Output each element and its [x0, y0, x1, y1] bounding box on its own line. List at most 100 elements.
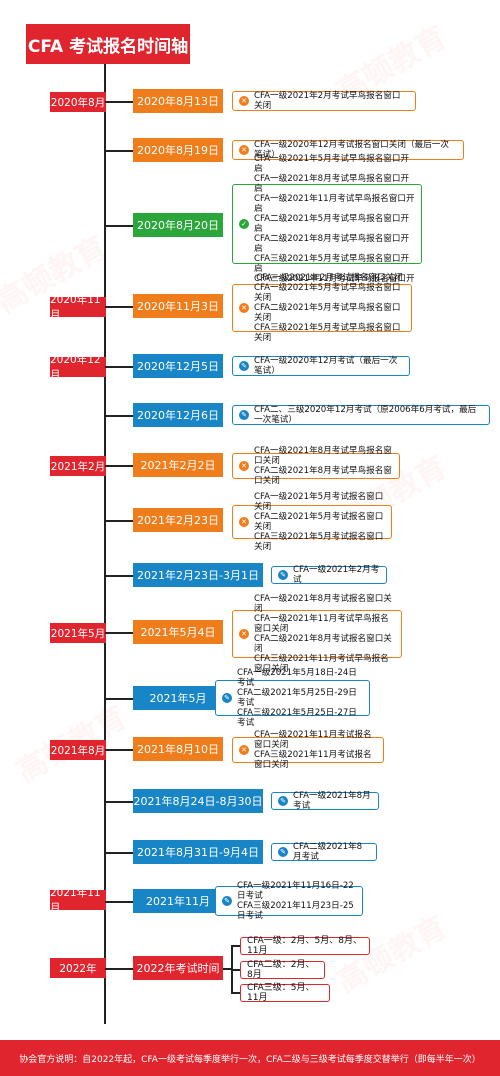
- event-date: 2021年11月: [133, 889, 223, 913]
- pencil-icon: ✎: [222, 693, 232, 703]
- note-line: CFA三级2021年5月25日-27日考试: [237, 708, 357, 728]
- event-note: ✕ CFA一级2021年8月考试早鸟报名窗口关闭 CFA二级2021年8月考试早…: [232, 446, 400, 486]
- event-date: 2021年8月31日-9月4日: [133, 840, 263, 864]
- event-note: ✕ CFA一级2020年12月考试报名窗口关闭（最后一次笔试）: [232, 140, 464, 160]
- timeline-axis: [104, 64, 106, 1024]
- year-marker: 2021年11月: [50, 887, 106, 914]
- year-marker: 2020年8月: [50, 92, 106, 112]
- event-date: 2020年8月19日: [133, 138, 223, 162]
- connector: [105, 101, 133, 103]
- exam-schedule-item: CFA三级：5月、11月: [240, 983, 330, 1003]
- event-date: 2020年11月3日: [133, 294, 223, 318]
- note-line: CFA三级2021年11月23日-25日考试: [237, 901, 354, 921]
- event-date: 2020年12月6日: [133, 403, 223, 427]
- event-note: ✕ CFA一级2021年2月考试报名窗口关闭 CFA一级2021年5月考试早鸟报…: [232, 273, 412, 343]
- note-line: CFA一级2021年11月16日-22日考试: [237, 881, 354, 901]
- event-note: ✎ CFA二、三级2020年12月考试（原2006年6月考试，最后一次笔试）: [232, 405, 490, 425]
- event-note: ✎ CFA一级2021年5月18日-24日考试 CFA二级2021年5月25日-…: [215, 668, 370, 728]
- connector: [105, 901, 133, 903]
- note-line: CFA一级2021年5月考试报名窗口关闭: [254, 492, 384, 512]
- event-note: ✎ CFA一级2020年12月考试（最后一次笔试）: [232, 356, 410, 376]
- event-date: 2020年8月13日: [133, 89, 223, 113]
- note-line: CFA二级2021年8月考试报名窗口关闭: [254, 634, 392, 654]
- event-note: ✎ CFA一级2021年2月考试: [271, 565, 387, 585]
- event-note: ✕ CFA一级2021年8月考试报名窗口关闭 CFA一级2021年11月考试早鸟…: [232, 594, 402, 674]
- connector: [105, 575, 133, 577]
- note-line: CFA一级2021年5月考试早鸟报名窗口关闭: [254, 283, 401, 303]
- note-line: CFA三级2021年5月考试报名窗口关闭: [254, 532, 384, 552]
- pencil-icon: ✎: [278, 847, 288, 857]
- close-icon: ✕: [239, 96, 249, 106]
- exam-schedule-item: CFA一级：2月、5月、8月、11月: [240, 936, 370, 956]
- connector: [105, 415, 133, 417]
- note-line: CFA一级2021年8月考试: [293, 791, 371, 811]
- exam-schedule-item: CFA二级：2月、8月: [240, 960, 325, 980]
- close-icon: ✕: [239, 629, 249, 639]
- note-line: CFA二级2021年8月考试早鸟报名窗口开启: [254, 234, 410, 254]
- connector: [105, 520, 133, 522]
- note-line: CFA一级2021年5月18日-24日考试: [237, 668, 357, 688]
- event-date: 2021年2月2日: [133, 453, 223, 477]
- event-date: 2020年12月5日: [133, 354, 223, 378]
- pencil-icon: ✎: [278, 570, 288, 580]
- event-note: ✎ CFA二级2021年8月考试: [271, 842, 377, 862]
- event-date: 2021年8月24日-8月30日: [133, 789, 263, 813]
- note-line: CFA三级2021年11月考试报名窗口关闭: [254, 750, 372, 770]
- note-line: CFA二级2021年8月考试: [293, 842, 363, 862]
- connector: [105, 852, 133, 854]
- note-line: CFA二级：2月、8月: [247, 960, 315, 980]
- note-line: CFA一级2021年2月考试早鸟报名窗口关闭: [254, 91, 401, 111]
- connector: [105, 225, 133, 227]
- event-note: ✕ CFA一级2021年2月考试早鸟报名窗口关闭: [232, 91, 416, 111]
- note-line: CFA二级2021年5月考试早鸟报名窗口关闭: [254, 303, 401, 323]
- close-icon: ✕: [239, 145, 249, 155]
- event-date: 2021年2月23日: [133, 508, 223, 532]
- note-line: CFA一级2020年12月考试报名窗口关闭（最后一次笔试）: [254, 140, 449, 160]
- event-date: 2022年考试时间: [133, 956, 223, 980]
- note-line: CFA二级2021年8月考试早鸟报名窗口关闭: [254, 466, 392, 486]
- note-line: CFA一级2021年8月考试早鸟报名窗口关闭: [254, 446, 392, 466]
- connector: [105, 801, 133, 803]
- event-date: 2021年5月4日: [133, 620, 223, 644]
- event-date: 2020年8月20日: [133, 213, 223, 237]
- note-line: CFA二级2021年5月考试早鸟报名窗口开启: [254, 214, 410, 234]
- note-line: CFA三级：5月、11月: [247, 983, 315, 1003]
- page-title: CFA 考试报名时间轴: [26, 24, 190, 64]
- pencil-icon: ✎: [239, 361, 249, 371]
- connector: [231, 969, 240, 971]
- note-line: CFA一级2021年11月考试早鸟报名窗口关闭: [254, 614, 389, 634]
- connector: [223, 968, 233, 970]
- note-line: CFA二级2021年5月考试报名窗口关闭: [254, 512, 384, 532]
- event-note: ✕ CFA一级2021年5月考试报名窗口关闭 CFA二级2021年5月考试报名窗…: [232, 492, 392, 552]
- note-line: CFA一级2020年12月考试（最后一次笔试）: [254, 356, 398, 376]
- note-line: CFA二、三级2020年12月考试（原2006年6月考试，最后一次笔试）: [254, 405, 477, 425]
- note-line: CFA一级2021年8月考试早鸟报名窗口开启: [254, 174, 410, 194]
- year-marker: 2021年2月: [50, 456, 106, 476]
- close-icon: ✕: [239, 517, 249, 527]
- footer-note: 协会官方说明：自2022年起，CFA一级考试每季度举行一次，CFA二级与三级考试…: [0, 1040, 500, 1076]
- connector: [105, 749, 133, 751]
- connector: [231, 945, 240, 947]
- close-icon: ✕: [239, 303, 249, 313]
- connector: [105, 150, 133, 152]
- connector: [231, 992, 240, 994]
- event-date: 2021年2月23日-3月1日: [133, 563, 263, 587]
- note-line: CFA一级2021年11月考试报名窗口关闭: [254, 730, 372, 750]
- connector: [105, 306, 133, 308]
- pencil-icon: ✎: [222, 896, 232, 906]
- connector: [105, 968, 133, 970]
- connector: [105, 698, 133, 700]
- note-line: CFA三级2021年5月考试早鸟报名窗口开启: [254, 254, 410, 274]
- event-note: ✓ CFA一级2021年5月考试早鸟报名窗口开启 CFA一级2021年8月考试早…: [232, 154, 422, 294]
- note-line: CFA一级2021年2月考试: [293, 565, 380, 585]
- note-line: CFA二级2021年5月25日-29日考试: [237, 688, 357, 708]
- event-note: ✎ CFA一级2021年11月16日-22日考试 CFA三级2021年11月23…: [215, 881, 363, 921]
- event-note: ✕ CFA一级2021年11月考试报名窗口关闭 CFA三级2021年11月考试报…: [232, 730, 384, 770]
- year-marker: 2020年12月: [50, 354, 106, 381]
- event-date: 2021年8月10日: [133, 737, 223, 761]
- note-line: CFA一级2021年8月考试报名窗口关闭: [254, 594, 392, 614]
- note-line: CFA一级2021年2月考试报名窗口关闭: [256, 273, 403, 283]
- year-marker: 2020年11月: [50, 294, 106, 321]
- year-marker: 2022年: [50, 958, 106, 978]
